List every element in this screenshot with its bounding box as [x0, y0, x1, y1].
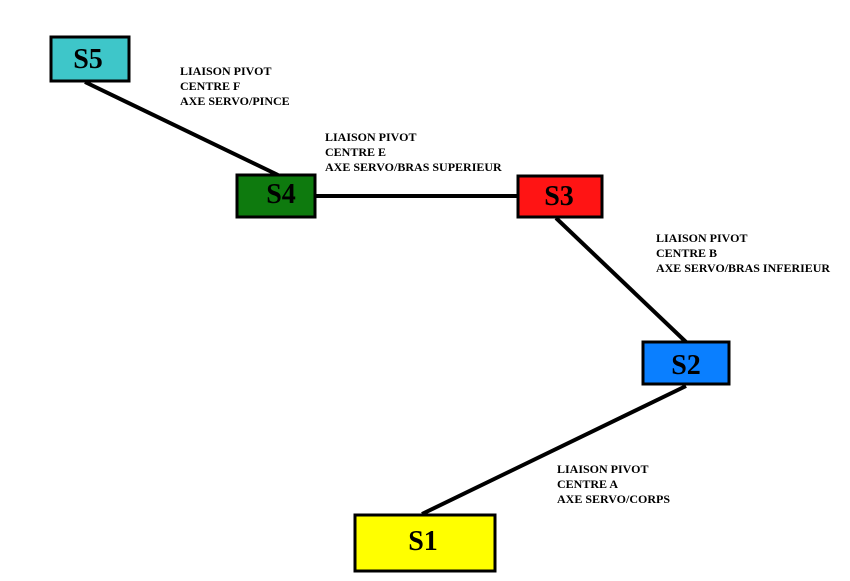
- annotation-line: CENTRE B: [656, 246, 717, 260]
- node-s1: S1: [353, 513, 497, 573]
- annotation-line: LIAISON PIVOT: [325, 130, 416, 144]
- annotation-line: CENTRE F: [180, 79, 240, 93]
- annotation-line: LIAISON PIVOT: [180, 64, 271, 78]
- link-s4-s5: [84, 80, 279, 177]
- annotation-line: LIAISON PIVOT: [557, 462, 648, 476]
- annotation-line: AXE SERVO/BRAS INFERIEUR: [656, 261, 830, 275]
- annotation-s2-s3: LIAISON PIVOT CENTRE B AXE SERVO/BRAS IN…: [656, 231, 830, 275]
- annotation-line: AXE SERVO/BRAS SUPERIEUR: [325, 160, 502, 174]
- annotation-line: AXE SERVO/CORPS: [557, 492, 670, 506]
- annotation-line: LIAISON PIVOT: [656, 231, 747, 245]
- annotation-s3-s4: LIAISON PIVOT CENTRE E AXE SERVO/BRAS SU…: [325, 130, 502, 174]
- node-s4-label: S4: [266, 179, 296, 210]
- node-s2-label: S2: [671, 350, 701, 381]
- link-s2-s3: [554, 216, 688, 344]
- node-s4: S4: [235, 173, 317, 219]
- annotation-line: CENTRE A: [557, 477, 618, 491]
- node-s1-label: S1: [408, 526, 438, 557]
- link-s1-s2: [421, 384, 687, 516]
- node-s5-label: S5: [73, 44, 103, 75]
- node-s3: S3: [516, 174, 604, 219]
- node-s2: S2: [641, 340, 731, 386]
- node-s3-label: S3: [544, 181, 574, 212]
- node-s5: S5: [49, 35, 131, 83]
- annotation-line: AXE SERVO/PINCE: [180, 94, 290, 108]
- annotation-line: CENTRE E: [325, 145, 386, 159]
- annotation-s1-s2: LIAISON PIVOT CENTRE A AXE SERVO/CORPS: [557, 462, 670, 506]
- annotation-s4-s5: LIAISON PIVOT CENTRE F AXE SERVO/PINCE: [180, 64, 290, 108]
